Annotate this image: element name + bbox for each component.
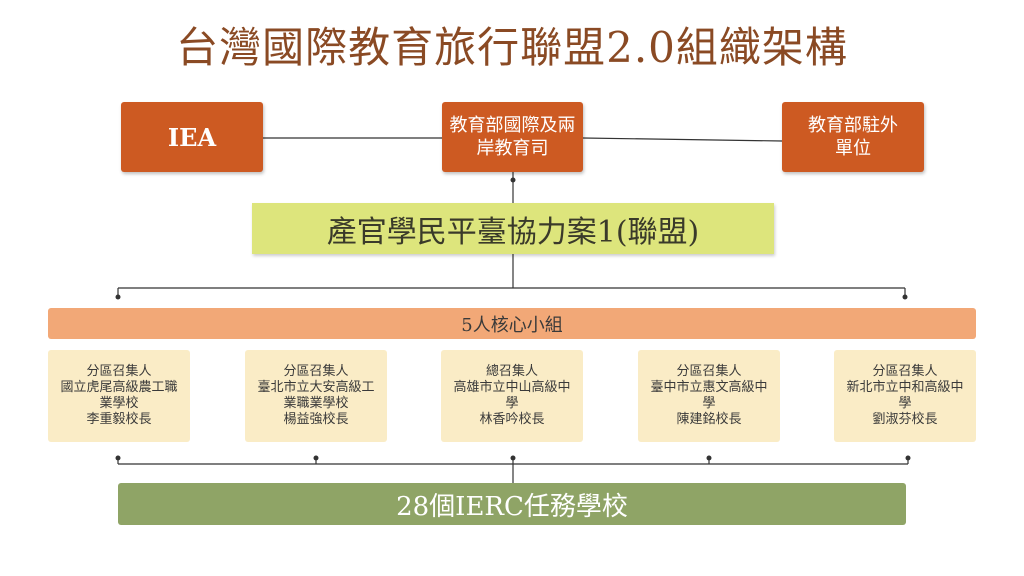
member-box-1: 分區召集人 國立虎尾高級農工職業學校 李重毅校長: [48, 350, 190, 442]
member-school: 高雄市立中山高級中學: [453, 380, 571, 411]
member-school: 新北市立中和高級中學: [846, 380, 964, 411]
member-person: 林香吟校長: [479, 412, 545, 427]
member-school: 臺北市立大安高級工業職業學校: [257, 380, 375, 411]
page-title: 台灣國際教育旅行聯盟2.0組織架構: [176, 23, 848, 72]
member-person: 劉淑芬校長: [872, 412, 938, 427]
member-person: 陳建銘校長: [676, 412, 742, 427]
alliance-box: 產官學民平臺協力案1(聯盟): [252, 203, 774, 254]
overseas-office-box: 教育部駐外單位: [782, 102, 924, 172]
member-box-5: 分區召集人 新北市立中和高級中學 劉淑芬校長: [834, 350, 976, 442]
core-group-bar: 5人核心小組: [48, 308, 976, 339]
member-role: 分區召集人: [676, 364, 742, 379]
iea-box: IEA: [121, 102, 263, 172]
task-schools-bar: 28個IERC任務學校: [118, 483, 906, 525]
member-box-4: 分區召集人 臺中市立惠文高級中學 陳建銘校長: [638, 350, 780, 442]
member-role: 分區召集人: [872, 364, 938, 379]
moe-department-box: 教育部國際及兩岸教育司: [442, 102, 583, 172]
member-person: 楊益強校長: [283, 412, 349, 427]
member-school: 國立虎尾高級農工職業學校: [60, 380, 178, 411]
member-box-3: 總召集人 高雄市立中山高級中學 林香吟校長: [441, 350, 583, 442]
member-role: 分區召集人: [283, 364, 349, 379]
member-person: 李重毅校長: [86, 412, 152, 427]
member-role: 分區召集人: [86, 364, 152, 379]
member-role: 總召集人: [485, 364, 538, 379]
member-box-2: 分區召集人 臺北市立大安高級工業職業學校 楊益強校長: [245, 350, 387, 442]
member-school: 臺中市立惠文高級中學: [650, 380, 768, 411]
